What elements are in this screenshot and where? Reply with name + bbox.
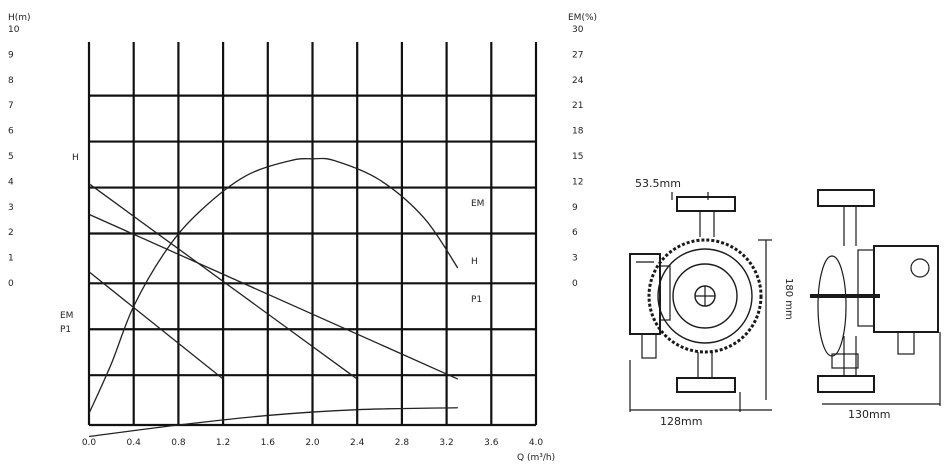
curve-h_low	[88, 271, 224, 380]
dim-label-front-bottom: 128mm	[660, 415, 702, 428]
side-top-flange	[817, 189, 875, 207]
curve-p1	[88, 407, 458, 438]
right-axis-label: EM(%)	[568, 13, 597, 23]
side-motor	[873, 245, 939, 333]
pump-impeller	[672, 263, 738, 329]
motor-box	[629, 253, 661, 335]
curve-em	[88, 157, 459, 414]
x-tick-label: 2.0	[305, 438, 320, 448]
right-tick-label: 12	[572, 177, 583, 187]
x-tick-label: 0.0	[82, 438, 97, 448]
pump-body-inner	[657, 248, 753, 344]
x-tick-label: 0.4	[127, 438, 142, 448]
left-tick-label: 8	[8, 76, 14, 86]
side-bottom-flange	[817, 375, 875, 393]
pump-side-view	[810, 189, 941, 406]
right-tick-label: 21	[572, 101, 583, 111]
curve-h_mid	[88, 183, 358, 380]
left-label-p1: P1	[60, 325, 71, 335]
right-tick-label: 15	[572, 152, 583, 162]
left-label-h: H	[72, 153, 79, 163]
x-tick-label: 4.0	[529, 438, 544, 448]
dim-label-front-top: 53.5mm	[635, 177, 681, 190]
side-bottom-joint	[831, 353, 859, 369]
x-tick-label: 1.6	[261, 438, 276, 448]
left-axis-label: H(m)	[8, 13, 31, 23]
side-terminal	[910, 258, 930, 278]
top-flange	[676, 196, 736, 212]
x-axis-ticks: 0.0 0.4 0.8 1.2 1.6 2.0 2.4 2.8 3.2 3.6 4.0	[82, 438, 544, 448]
left-tick-label: 2	[8, 228, 14, 238]
dim-label-front-right: 180 mm	[783, 278, 794, 320]
x-tick-label: 3.6	[484, 438, 499, 448]
x-tick-label: 0.8	[171, 438, 186, 448]
x-tick-label: 2.8	[395, 438, 410, 448]
dim-label-side-bottom: 130mm	[848, 408, 890, 421]
right-tick-label: 27	[572, 50, 583, 60]
right-tick-label: 18	[572, 127, 584, 137]
curve-label-p1: P1	[471, 295, 482, 305]
curve-label-h: H	[471, 257, 478, 267]
pump-body-outer	[647, 238, 763, 354]
x-tick-label: 3.2	[439, 438, 453, 448]
left-tick-label: 10	[8, 25, 20, 35]
side-motor-flange	[857, 249, 875, 327]
front-foot	[641, 333, 657, 359]
left-tick-label: 6	[8, 127, 14, 137]
right-tick-label: 0	[572, 279, 578, 289]
chart-grid	[87, 42, 538, 427]
bottom-flange	[676, 377, 736, 393]
pump-front-view	[629, 192, 772, 412]
left-label-em: EM	[60, 311, 73, 321]
left-tick-label: 4	[8, 177, 14, 187]
side-foot	[897, 331, 915, 355]
left-tick-label: 0	[8, 279, 14, 289]
right-tick-label: 24	[572, 76, 584, 86]
right-tick-label: 9	[572, 203, 578, 213]
curve-h	[88, 213, 459, 380]
chart-curves	[88, 157, 459, 438]
left-tick-label: 9	[8, 50, 14, 60]
left-tick-label: 1	[8, 254, 14, 264]
x-tick-label: 2.4	[350, 438, 365, 448]
right-tick-label: 30	[572, 25, 584, 35]
x-axis-label: Q (m³/h)	[517, 453, 555, 463]
left-tick-label: 5	[8, 152, 14, 162]
side-volute-left	[817, 255, 847, 357]
left-tick-label: 3	[8, 203, 14, 213]
left-tick-label: 7	[8, 101, 14, 111]
x-tick-label: 1.2	[216, 438, 230, 448]
curve-label-em: EM	[471, 199, 484, 209]
right-tick-label: 3	[572, 254, 578, 264]
right-tick-label: 6	[572, 228, 578, 238]
